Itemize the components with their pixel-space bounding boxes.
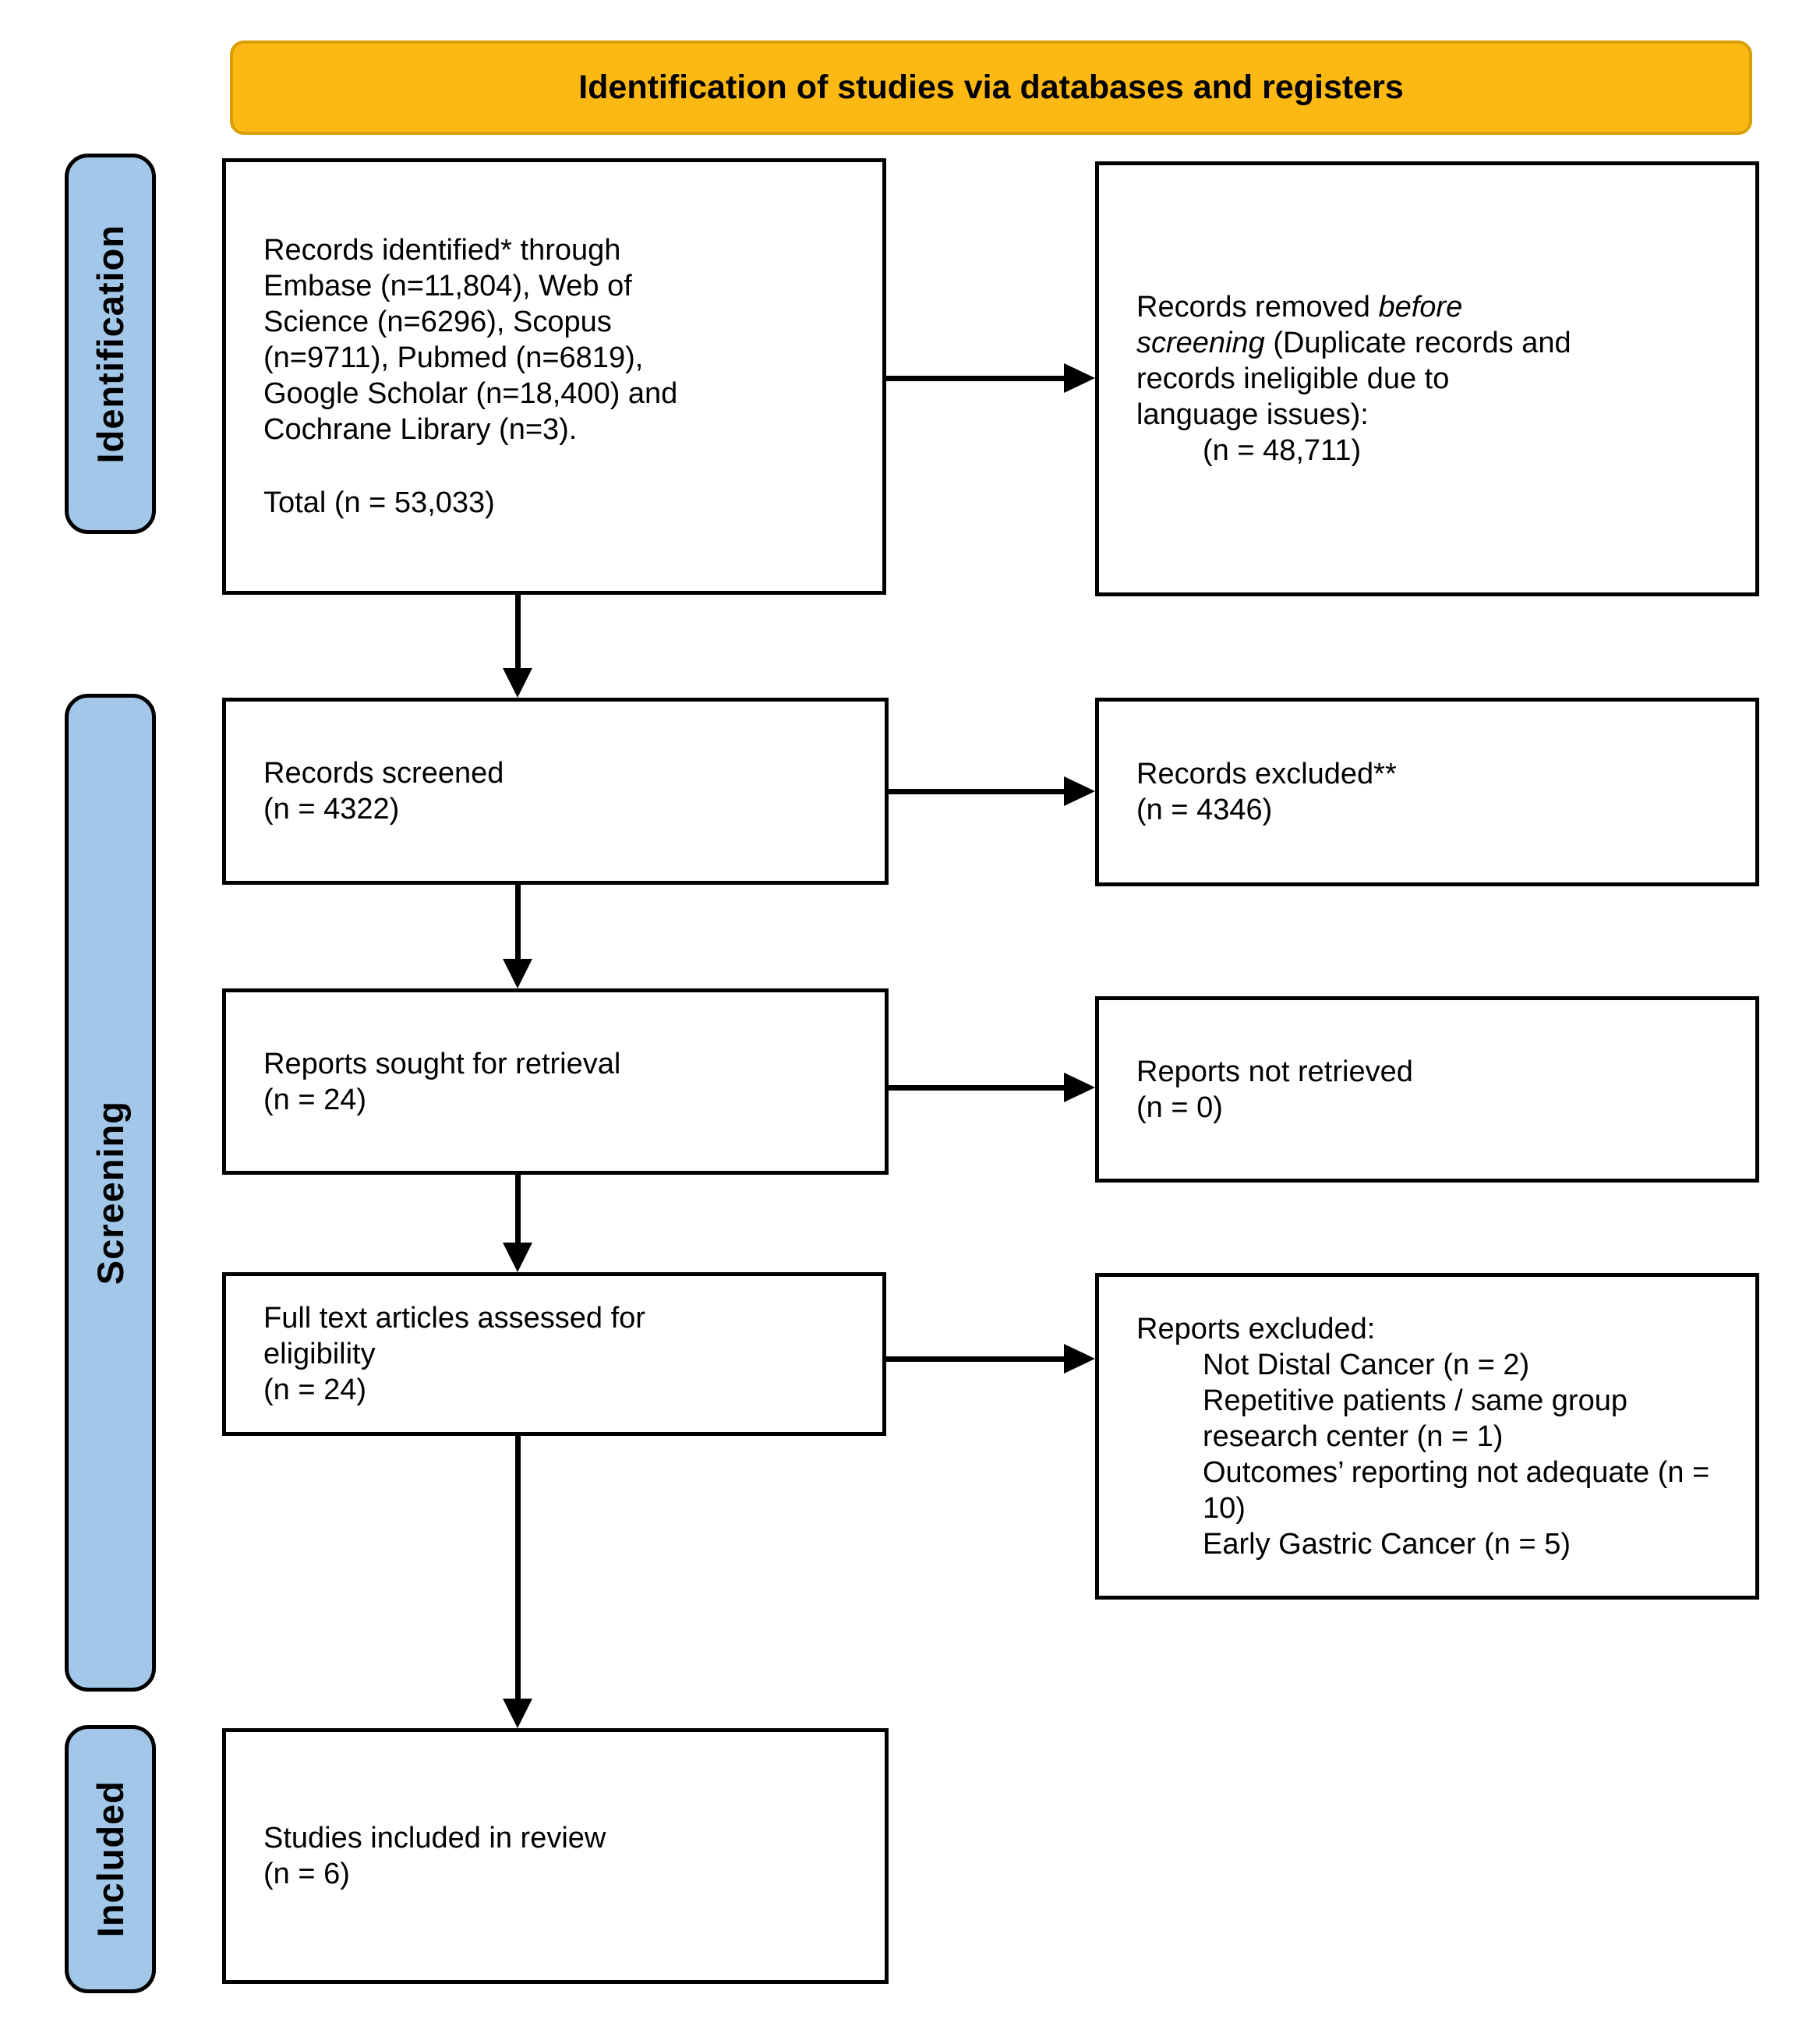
- stage-label-screening-text: Screening: [90, 1100, 131, 1285]
- studies-included-title: Studies included in review: [263, 1822, 606, 1854]
- records-removed-line: Records removed before: [1136, 291, 1463, 324]
- box-records-removed-before-screening: Records removed before screening (Duplic…: [1095, 161, 1759, 596]
- reports-not-retrieved-count: (n = 0): [1136, 1091, 1223, 1124]
- banner-identification-of-studies: Identification of studies via databases …: [230, 41, 1752, 135]
- arrow-fulltext-to-included-head-icon: [503, 1699, 532, 1728]
- arrow-identified-to-removed-line: [886, 376, 1064, 381]
- stage-label-included: Included: [65, 1725, 156, 1993]
- banner-title: Identification of studies via databases …: [578, 69, 1404, 106]
- arrow-screened-to-excluded-head-icon: [1064, 776, 1095, 806]
- reports-excluded-item: Repetitive patients / same group researc…: [1203, 1384, 1627, 1453]
- arrow-fulltext-to-included-line: [515, 1436, 521, 1700]
- records-screened-title: Records screened: [263, 757, 504, 790]
- box-records-identified: Records identified* through Embase (n=11…: [222, 158, 886, 595]
- reports-excluded-item: Not Distal Cancer (n = 2): [1203, 1348, 1530, 1381]
- records-identified-line: Cochrane Library (n=3).: [263, 413, 578, 446]
- stage-label-included-text: Included: [90, 1780, 131, 1938]
- fulltext-line: eligibility: [263, 1338, 376, 1370]
- records-identified-line: Google Scholar (n=18,400) and: [263, 377, 678, 410]
- arrow-fulltext-to-reports-excluded-head-icon: [1064, 1344, 1095, 1374]
- records-identified-line: Records identified* through: [263, 234, 621, 267]
- box-fulltext-assessed: Full text articles assessed for eligibil…: [222, 1272, 886, 1436]
- records-removed-count: (n = 48,711): [1203, 434, 1362, 467]
- arrow-fulltext-to-reports-excluded-line: [886, 1356, 1064, 1362]
- records-identified-line: Embase (n=11,804), Web of: [263, 270, 632, 302]
- records-excluded-count: (n = 4346): [1136, 794, 1273, 826]
- records-identified-line: Science (n=6296), Scopus: [263, 306, 612, 338]
- fulltext-count: (n = 24): [263, 1374, 367, 1406]
- arrow-sought-to-fulltext-line: [515, 1175, 521, 1244]
- stage-label-identification-text: Identification: [90, 224, 131, 464]
- arrow-sought-to-fulltext-head-icon: [503, 1243, 532, 1272]
- reports-excluded-item: Early Gastric Cancer (n = 5): [1203, 1527, 1571, 1561]
- arrow-identified-to-removed-head-icon: [1064, 363, 1095, 393]
- arrow-sought-to-not-retrieved-line: [889, 1085, 1064, 1091]
- studies-included-count: (n = 6): [263, 1858, 350, 1890]
- stage-label-identification: Identification: [65, 154, 156, 534]
- box-records-excluded: Records excluded** (n = 4346): [1095, 698, 1759, 886]
- records-identified-total: Total (n = 53,033): [263, 486, 495, 519]
- box-reports-excluded: Reports excluded: Not Distal Cancer (n =…: [1095, 1273, 1759, 1600]
- stage-label-screening: Screening: [65, 694, 156, 1692]
- reports-sought-count: (n = 24): [263, 1083, 367, 1116]
- box-studies-included: Studies included in review (n = 6): [222, 1728, 889, 1984]
- records-identified-line: (n=9711), Pubmed (n=6819),: [263, 341, 644, 374]
- arrow-identified-to-screened-line: [515, 595, 521, 670]
- box-reports-not-retrieved: Reports not retrieved (n = 0): [1095, 996, 1759, 1183]
- records-excluded-title: Records excluded**: [1136, 758, 1397, 790]
- spacer: [263, 447, 859, 485]
- arrow-identified-to-screened-head-icon: [503, 668, 532, 698]
- records-removed-line: language issues):: [1136, 398, 1369, 431]
- arrow-sought-to-not-retrieved-head-icon: [1064, 1073, 1095, 1102]
- reports-not-retrieved-title: Reports not retrieved: [1136, 1055, 1413, 1088]
- arrow-screened-to-sought-line: [515, 885, 521, 960]
- box-records-screened: Records screened (n = 4322): [222, 698, 889, 885]
- reports-sought-title: Reports sought for retrieval: [263, 1047, 621, 1080]
- records-screened-count: (n = 4322): [263, 793, 400, 826]
- arrow-screened-to-excluded-line: [889, 789, 1064, 794]
- box-reports-sought: Reports sought for retrieval (n = 24): [222, 988, 889, 1175]
- fulltext-line: Full text articles assessed for: [263, 1302, 645, 1335]
- reports-excluded-heading: Reports excluded:: [1136, 1312, 1376, 1345]
- arrow-screened-to-sought-head-icon: [503, 959, 532, 988]
- reports-excluded-item: Outcomes’ reporting not adequate (n = 10…: [1203, 1455, 1710, 1525]
- records-removed-line: records ineligible due to: [1136, 362, 1450, 395]
- records-removed-line: screening (Duplicate records and: [1136, 327, 1571, 359]
